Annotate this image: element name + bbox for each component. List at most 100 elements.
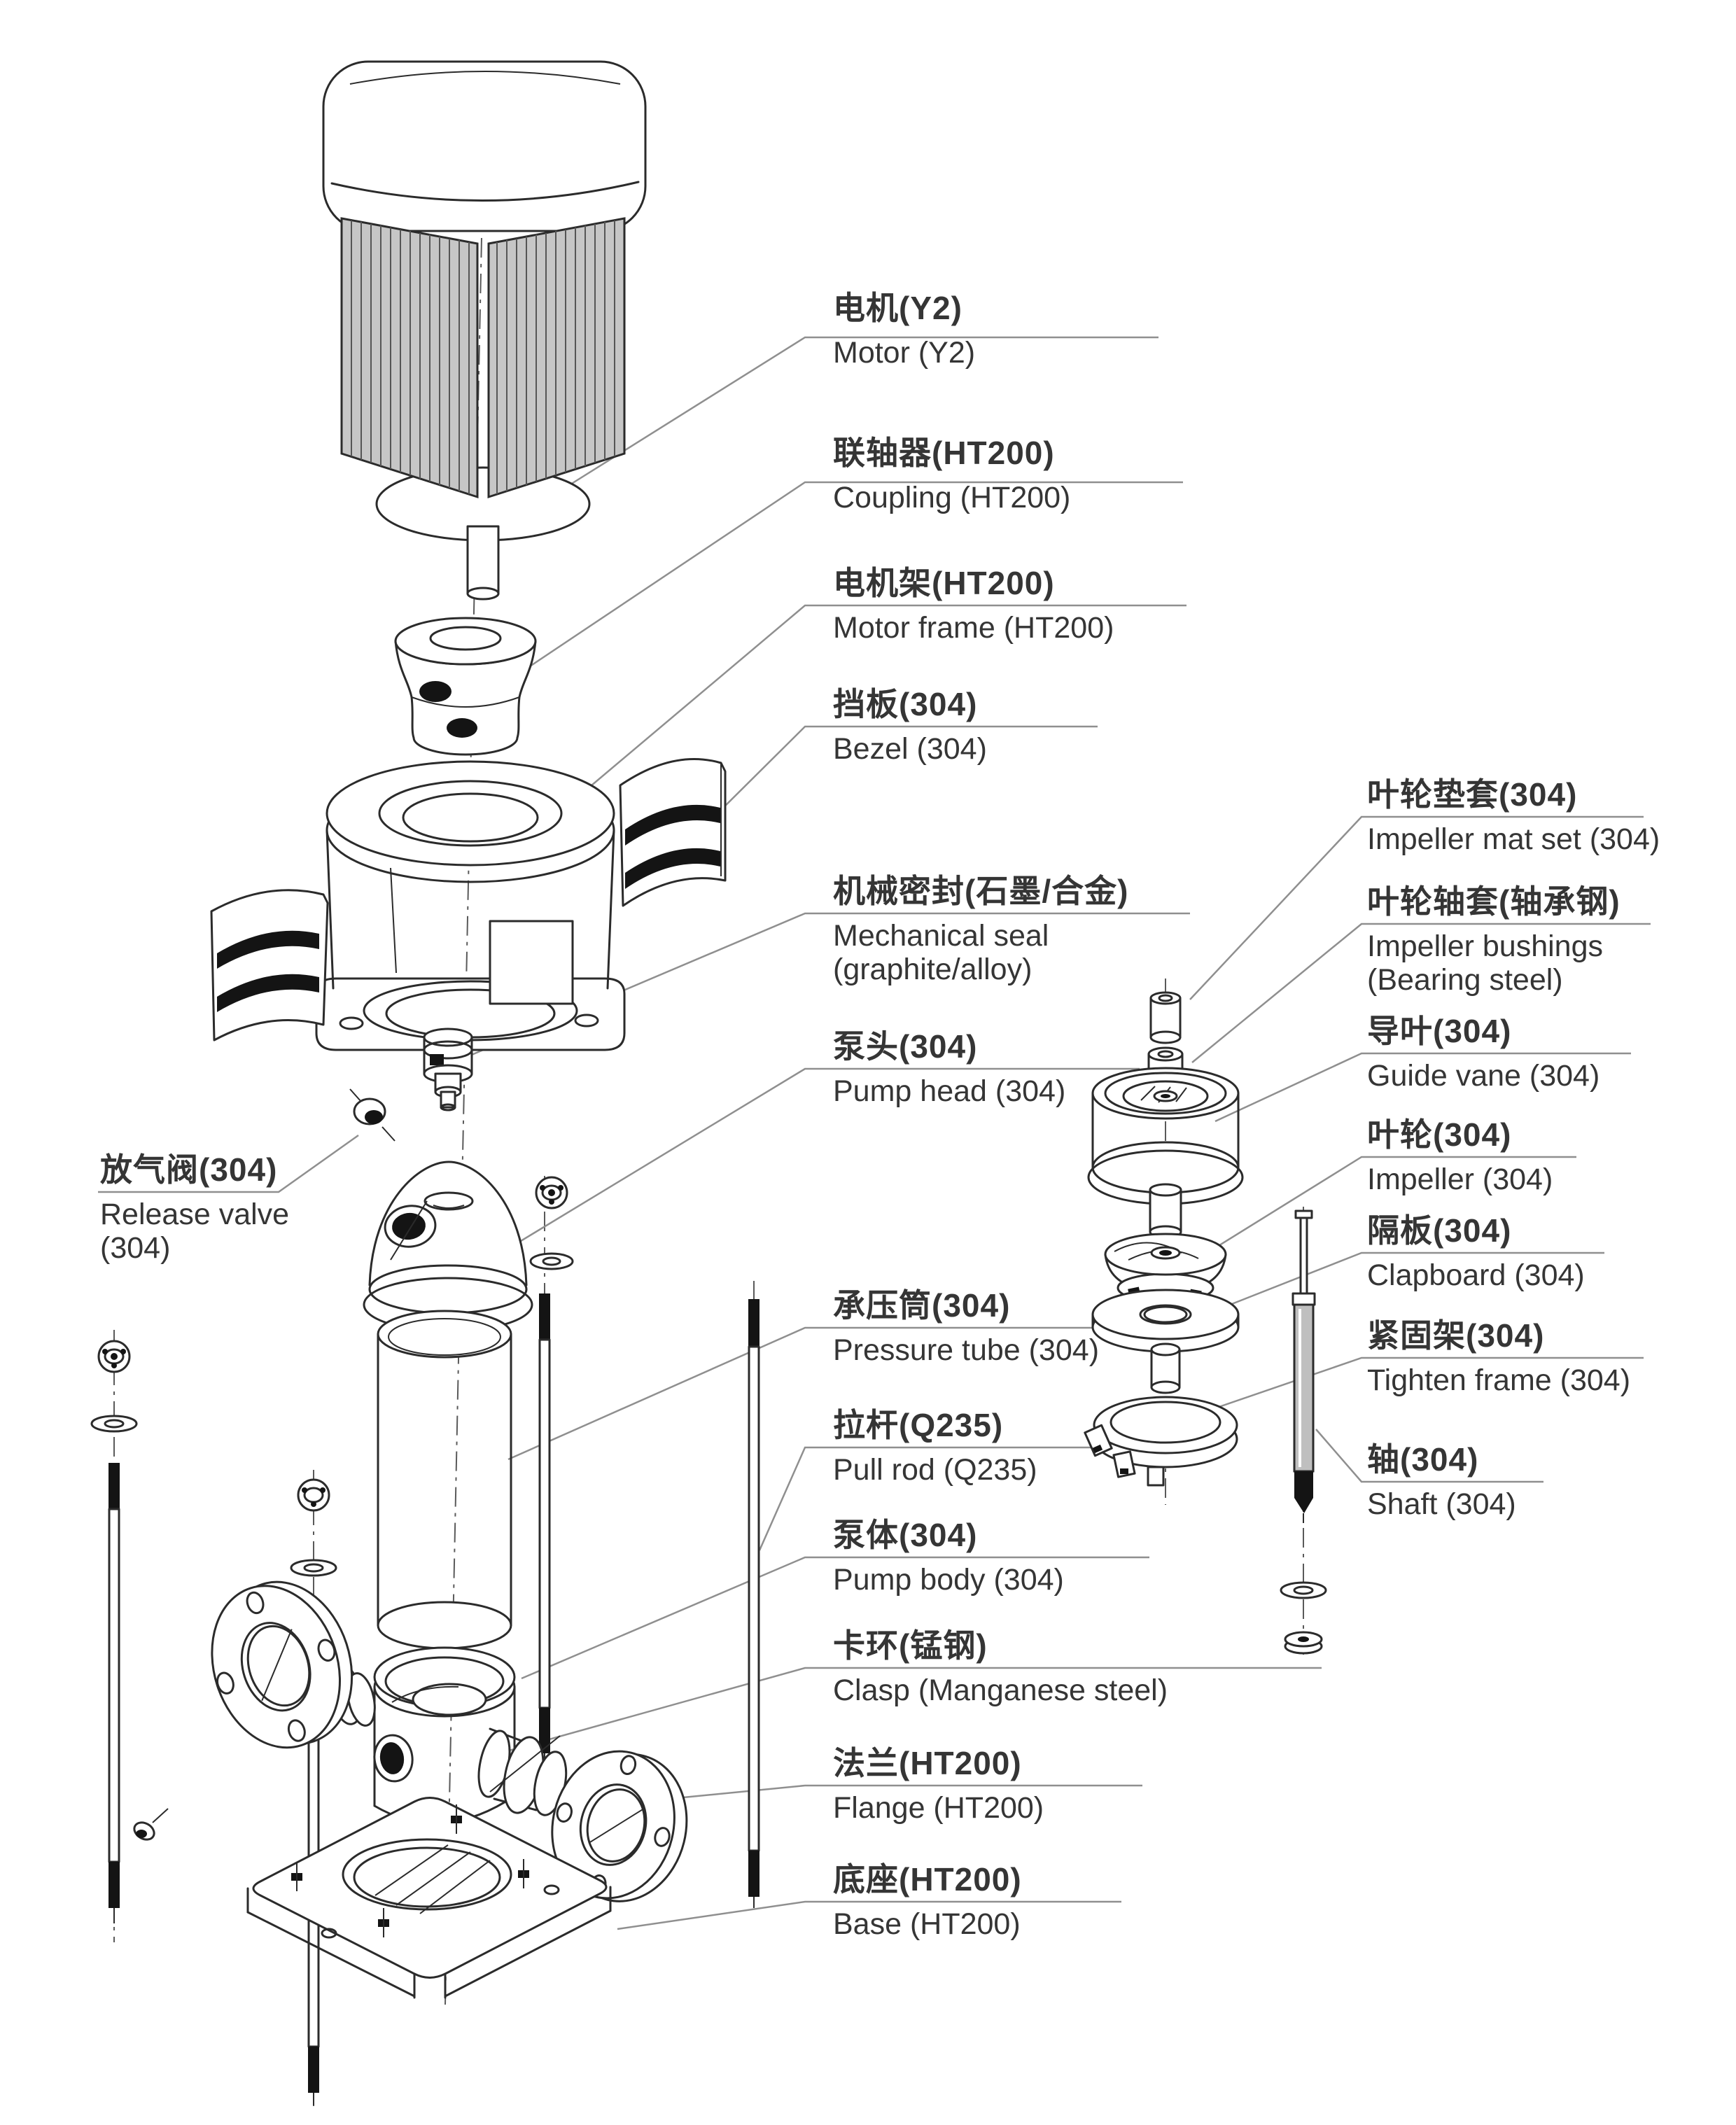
label-motor-frame-cn: 电机架(HT200) xyxy=(833,565,1055,601)
pump-head-part xyxy=(363,1160,533,1333)
label-release-valve-en: Release valve (304) xyxy=(100,1198,290,1265)
label-tighten-frame-cn: 紧固架(304) xyxy=(1367,1317,1545,1354)
label-mechanical-seal-en: Mechanical seal (graphite/alloy) xyxy=(833,919,1049,986)
motor-part xyxy=(322,60,647,601)
leader-motor xyxy=(570,336,1158,486)
motor-frame-part xyxy=(315,760,626,1051)
label-motor-cn: 电机(Y2) xyxy=(833,290,962,326)
plug-screw xyxy=(133,1808,169,1841)
label-impeller-bushings-en: Impeller bushings (Bearing steel) xyxy=(1367,930,1604,997)
label-bezel: 挡板(304) Bezel (304) xyxy=(833,686,987,766)
pull-rod-a xyxy=(90,1340,138,1923)
base-part xyxy=(246,1797,612,1999)
label-flange-cn: 法兰(HT200) xyxy=(833,1745,1022,1781)
label-clapboard-cn: 隔板(304) xyxy=(1367,1212,1512,1249)
label-clasp-cn: 卡环(锰钢) xyxy=(833,1627,988,1664)
label-impeller-mat-set-cn: 叶轮垫套(304) xyxy=(1367,776,1578,813)
guide-vane-part xyxy=(1087,1067,1244,1205)
label-bezel-cn: 挡板(304) xyxy=(833,686,978,722)
bezel-left-part xyxy=(210,889,329,1042)
label-motor-en: Motor (Y2) xyxy=(833,336,976,370)
label-shaft-cn: 轴(304) xyxy=(1367,1441,1479,1478)
pull-rod-d xyxy=(748,1299,760,1908)
label-impeller-bushings-cn: 叶轮轴套(轴承钢) xyxy=(1367,883,1620,920)
motor-fins-left xyxy=(340,217,479,499)
label-pump-body: 泵体(304) Pump body (304) xyxy=(833,1517,1064,1597)
label-impeller-bushings: 叶轮轴套(轴承钢) Impeller bushings (Bearing ste… xyxy=(1367,883,1620,997)
label-pump-head-en: Pump head (304) xyxy=(833,1074,1066,1108)
label-pump-body-cn: 泵体(304) xyxy=(833,1517,978,1553)
shaft-part xyxy=(1280,1209,1327,1655)
clapboard-part xyxy=(1091,1289,1240,1353)
label-flange: 法兰(HT200) Flange (HT200) xyxy=(833,1745,1044,1825)
label-impeller-en: Impeller (304) xyxy=(1367,1163,1553,1196)
leader-pump-head xyxy=(500,1067,1140,1254)
label-pressure-tube-en: Pressure tube (304) xyxy=(833,1333,1100,1367)
leader-clapboard xyxy=(1219,1251,1604,1310)
label-base-en: Base (HT200) xyxy=(833,1907,1021,1941)
label-motor: 电机(Y2) Motor (Y2) xyxy=(833,290,975,370)
leader-shaft xyxy=(1315,1429,1544,1483)
flange-left-part xyxy=(211,1580,354,1749)
flange-right-part xyxy=(551,1750,688,1902)
label-flange-en: Flange (HT200) xyxy=(833,1791,1044,1825)
label-impeller-cn: 叶轮(304) xyxy=(1367,1116,1512,1153)
leader-motor-frame xyxy=(586,604,1186,790)
label-bezel-en: Bezel (304) xyxy=(833,732,987,766)
impeller-part xyxy=(1104,1233,1227,1303)
leader-pressure-tube xyxy=(507,1326,1177,1461)
label-pull-rod: 拉杆(Q235) Pull rod (Q235) xyxy=(833,1407,1037,1487)
leader-clasp xyxy=(498,1667,1322,1755)
motor-fins-right xyxy=(487,217,626,499)
label-clapboard-en: Clapboard (304) xyxy=(1367,1258,1585,1292)
spacer-upper xyxy=(1149,1183,1182,1239)
label-pull-rod-cn: 拉杆(Q235) xyxy=(833,1407,1004,1443)
leader-bezel xyxy=(703,725,1098,828)
label-pump-head: 泵头(304) Pump head (304) xyxy=(833,1028,1065,1108)
spacer-lower xyxy=(1150,1342,1181,1394)
label-release-valve-cn: 放气阀(304) xyxy=(100,1151,278,1188)
mechanical-seal-part xyxy=(423,1028,473,1111)
release-valve-part xyxy=(349,1088,396,1142)
pressure-tube-part xyxy=(377,1310,512,1650)
coupling-part xyxy=(394,617,537,756)
label-base-cn: 底座(HT200) xyxy=(833,1861,1022,1898)
tighten-frame-part xyxy=(1084,1396,1238,1487)
label-release-valve: 放气阀(304) Release valve (304) xyxy=(100,1151,289,1265)
leader-tighten-frame xyxy=(1206,1356,1644,1412)
label-guide-vane-cn: 导叶(304) xyxy=(1367,1013,1512,1049)
leader-impeller-bushings xyxy=(1191,923,1651,1063)
label-coupling-en: Coupling (HT200) xyxy=(833,481,1071,514)
label-tighten-frame: 紧固架(304) Tighten frame (304) xyxy=(1367,1317,1630,1397)
label-motor-frame: 电机架(HT200) Motor frame (HT200) xyxy=(833,565,1114,645)
label-impeller-mat-set-en: Impeller mat set (304) xyxy=(1367,822,1660,856)
label-mechanical-seal-cn: 机械密封(石墨/合金) xyxy=(833,873,1129,909)
label-shaft: 轴(304) Shaft (304) xyxy=(1367,1441,1516,1521)
label-pull-rod-en: Pull rod (Q235) xyxy=(833,1453,1037,1487)
label-tighten-frame-en: Tighten frame (304) xyxy=(1367,1363,1631,1397)
label-pump-body-en: Pump body (304) xyxy=(833,1563,1064,1597)
label-coupling: 联轴器(HT200) Coupling (HT200) xyxy=(833,435,1070,514)
label-impeller: 叶轮(304) Impeller (304) xyxy=(1367,1116,1553,1196)
label-impeller-mat-set: 叶轮垫套(304) Impeller mat set (304) xyxy=(1367,776,1660,856)
leader-release-valve xyxy=(98,1134,359,1193)
label-base: 底座(HT200) Base (HT200) xyxy=(833,1861,1022,1941)
leader-impeller xyxy=(1202,1156,1576,1257)
leader-guide-vane xyxy=(1214,1052,1631,1123)
leader-pump-body xyxy=(521,1556,1149,1680)
label-coupling-cn: 联轴器(HT200) xyxy=(833,435,1055,471)
pull-rod-b xyxy=(290,1478,337,2105)
label-pressure-tube: 承压筒(304) Pressure tube (304) xyxy=(833,1287,1099,1367)
leader-pull-rod xyxy=(758,1446,1120,1551)
label-guide-vane-en: Guide vane (304) xyxy=(1367,1059,1600,1093)
leader-lines xyxy=(98,336,1651,1930)
bezel-right-part xyxy=(619,758,727,907)
impeller-mat-set-part xyxy=(1149,991,1182,1044)
label-pump-head-cn: 泵头(304) xyxy=(833,1028,978,1065)
label-clapboard: 隔板(304) Clapboard (304) xyxy=(1367,1212,1585,1292)
label-shaft-en: Shaft (304) xyxy=(1367,1487,1516,1521)
label-guide-vane: 导叶(304) Guide vane (304) xyxy=(1367,1013,1600,1093)
leader-base xyxy=(617,1900,1121,1930)
